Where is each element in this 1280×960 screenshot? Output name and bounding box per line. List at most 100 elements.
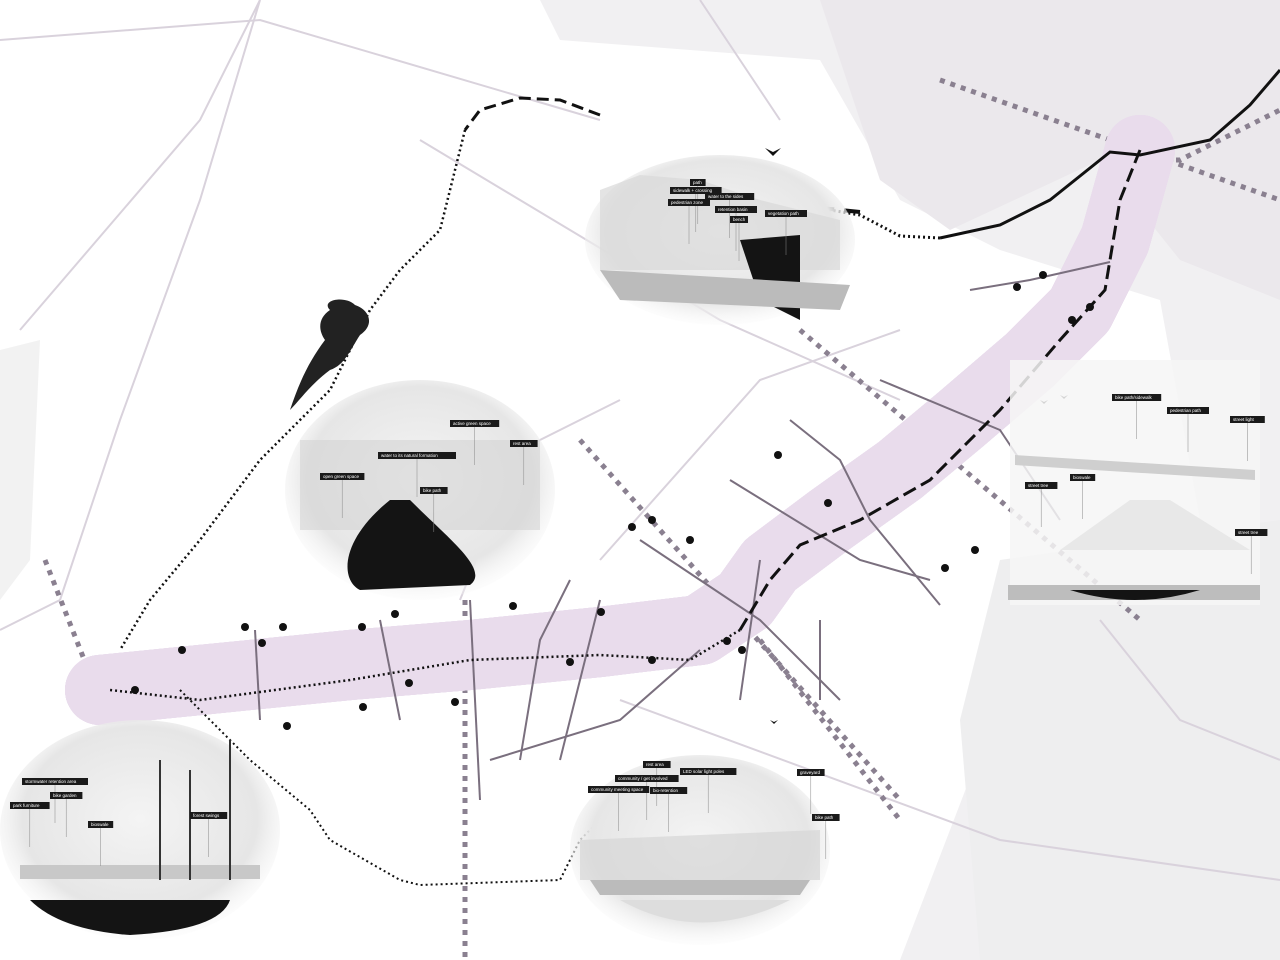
green-corridor [65, 115, 1175, 725]
callout-label-bg [320, 473, 365, 480]
callout-label: rest area [513, 441, 531, 446]
callout-label: rest area [646, 762, 664, 767]
callout-label: water to the sides [708, 194, 744, 199]
callout-label: bioswale [91, 822, 109, 827]
callout-label: open green space [323, 474, 360, 479]
callout-label: path [693, 180, 702, 185]
callout-label-bg [670, 187, 722, 194]
callout-label: active green space [453, 421, 491, 426]
amenity-icon [686, 536, 694, 544]
callout-label: water to its natural formation [381, 453, 438, 458]
callout-label: bike path/sidewalk [1115, 395, 1153, 400]
amenity-icon [451, 698, 459, 706]
callout-label-bg [1025, 482, 1058, 489]
callout-label-bg [680, 768, 737, 775]
amenity-icon [971, 546, 979, 554]
callout-label: pedestrian zone [671, 200, 704, 205]
callout-label-bg [588, 786, 650, 793]
callout-label-bg [22, 778, 88, 785]
retention-pond [290, 299, 370, 410]
amenity-icon [279, 623, 287, 631]
callout-label-bg [715, 206, 757, 213]
vignette-labels: bike path/sidewalk pedestrian path street … [1025, 394, 1268, 574]
callout-label: bike garden [53, 793, 77, 798]
vignette-labels: path sidewalk + crossing pedestrian zone wa… [668, 179, 807, 261]
vignette-right-street: bike path/sidewalk pedestrian path street … [1008, 360, 1268, 605]
amenity-icon [941, 564, 949, 572]
callout-label: bike path [815, 815, 834, 820]
callout-label: bioswale [1073, 475, 1091, 480]
vignette-labels: stormwater retention area bike garden park… [10, 778, 228, 866]
amenity-icon [405, 679, 413, 687]
amenity-icon [1086, 303, 1094, 311]
amenity-icon [131, 686, 139, 694]
callout-label: bike path [423, 488, 442, 493]
callout-label-bg [1112, 394, 1162, 401]
amenity-icon [774, 451, 782, 459]
callout-label: graveyard [800, 770, 821, 775]
vignette-center-park: active green space water to its natural f… [285, 380, 555, 600]
callout-label: street tree [1028, 483, 1049, 488]
callout-label: bio-retention [653, 788, 679, 793]
amenity-icon [258, 639, 266, 647]
callout-label-bg [1167, 407, 1209, 414]
amenity-icon [1013, 283, 1021, 291]
callout-label: street tree [1238, 530, 1259, 535]
callout-label: retention basin [718, 207, 748, 212]
callout-label-bg [1230, 416, 1265, 423]
callout-label-bg [615, 775, 679, 782]
callout-label: sidewalk + crossing [673, 188, 713, 193]
vignette-labels: rest area community / get involved communi… [588, 761, 840, 859]
callout-label: LED solar light poles [683, 769, 725, 774]
vignette-bottom-community: rest area community / get involved communi… [570, 755, 840, 945]
callout-label: vegetation path [768, 211, 799, 216]
callout-label-bg [797, 769, 825, 776]
amenity-icon [628, 523, 636, 531]
callout-label-bg [812, 814, 840, 821]
amenity-icon [723, 637, 731, 645]
callout-label: park furniture [13, 803, 40, 808]
callout-label-bg [510, 440, 538, 447]
callout-label-bg [50, 792, 83, 799]
amenity-icon [283, 722, 291, 730]
callout-label: pedestrian path [1170, 408, 1202, 413]
callout-label: community / get involved [618, 776, 668, 781]
callout-label-bg [378, 452, 456, 459]
amenity-icon [359, 703, 367, 711]
callout-label-bg [650, 787, 688, 794]
amenity-icon [648, 516, 656, 524]
vignette-labels: active green space water to its natural f… [320, 420, 538, 532]
callout-label-bg [1070, 474, 1096, 481]
callout-label: community meeting space [591, 787, 644, 792]
amenity-icon [178, 646, 186, 654]
callout-label: street light [1233, 417, 1255, 422]
callout-label: stormwater retention area [25, 779, 77, 784]
callout-label-bg [705, 193, 755, 200]
callout-label-bg [690, 179, 706, 186]
callout-label-bg [730, 216, 748, 223]
callout-label: bench [733, 217, 746, 222]
callout-label-bg [1235, 529, 1268, 536]
amenity-icon [241, 623, 249, 631]
callout-label-bg [450, 420, 500, 427]
callout-label-bg [10, 802, 50, 809]
callout-label-bg [420, 487, 448, 494]
callout-label-bg [643, 761, 671, 768]
amenity-icon [391, 610, 399, 618]
amenity-icon [597, 608, 605, 616]
callout-label-bg [190, 812, 228, 819]
amenity-icon [738, 646, 746, 654]
amenity-icon [1068, 316, 1076, 324]
callout-label-bg [765, 210, 807, 217]
amenity-icons [131, 271, 1094, 730]
amenity-icon [648, 656, 656, 664]
amenity-icon [358, 623, 366, 631]
amenity-icon [566, 658, 574, 666]
vignette-bottom-left-forest: stormwater retention area bike garden park… [0, 720, 280, 940]
callout-label-bg [88, 821, 114, 828]
amenity-icon [1039, 271, 1047, 279]
callout-label: forest swings [193, 813, 220, 818]
vignette-top-canal: path sidewalk + crossing pedestrian zone wa… [585, 155, 855, 325]
amenity-icon [509, 602, 517, 610]
